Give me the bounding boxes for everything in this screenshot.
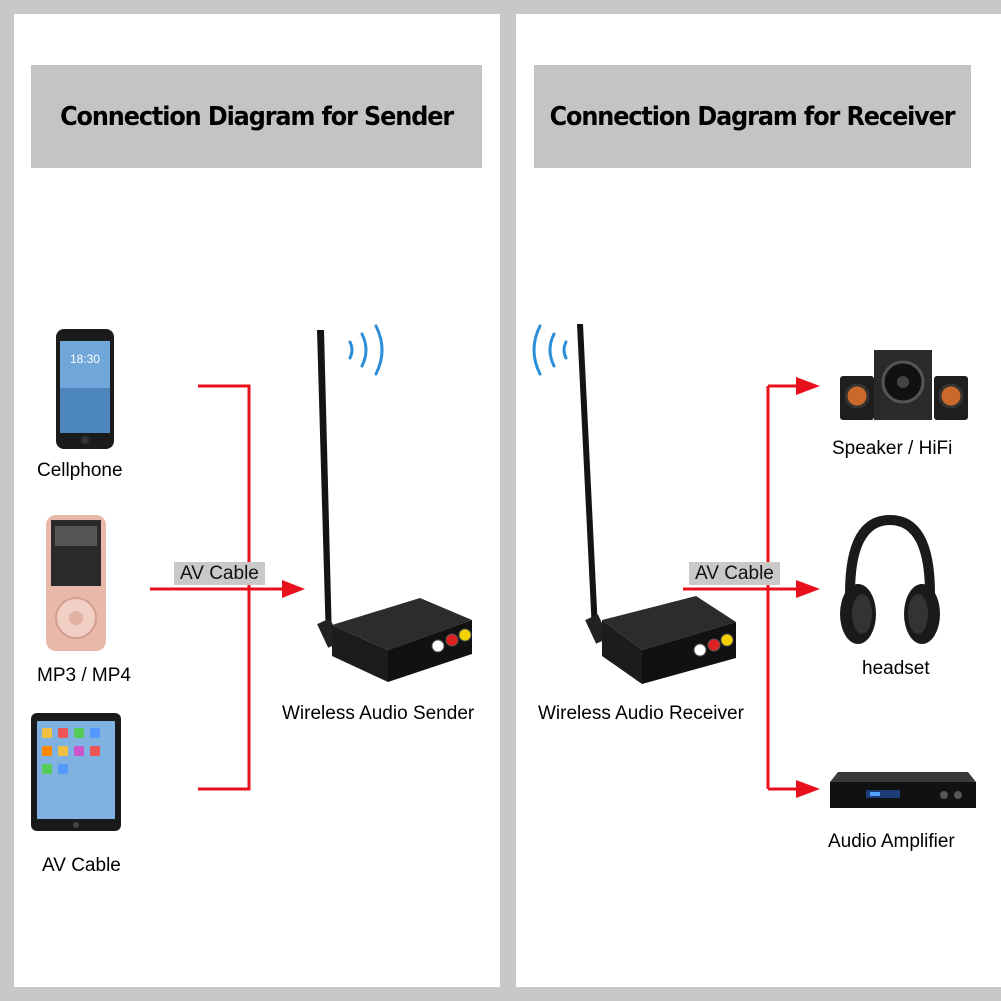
speaker-icon bbox=[840, 350, 968, 420]
device-label-amplifier: Audio Amplifier bbox=[828, 831, 955, 852]
amplifier-icon bbox=[830, 772, 976, 808]
sender-unit-label: Wireless Audio Sender bbox=[282, 703, 475, 724]
headphones-icon bbox=[840, 514, 940, 644]
receiver-cable-label: AV Cable bbox=[689, 562, 780, 585]
sender-header: Connection Diagram for Sender bbox=[31, 65, 482, 168]
device-label-cellphone: Cellphone bbox=[37, 460, 123, 481]
signal-waves-icon bbox=[532, 324, 568, 376]
phone-time: 18:30 bbox=[70, 352, 100, 366]
cellphone-icon: 18:30 bbox=[56, 329, 114, 449]
sender-unit-icon bbox=[317, 324, 472, 682]
mp3-player-icon bbox=[46, 515, 106, 651]
receiver-unit-icon bbox=[532, 324, 736, 684]
device-label-mp3: MP3 / MP4 bbox=[37, 665, 131, 686]
receiver-header: Connection Dagram for Receiver bbox=[534, 65, 971, 168]
device-label-headset: headset bbox=[862, 658, 930, 679]
sender-cable-label: AV Cable bbox=[174, 562, 265, 585]
device-label-speaker: Speaker / HiFi bbox=[832, 438, 953, 459]
device-label-tablet: AV Cable bbox=[42, 855, 121, 876]
receiver-title: Connection Dagram for Receiver bbox=[550, 101, 956, 132]
receiver-panel bbox=[516, 14, 1001, 987]
signal-waves-icon bbox=[348, 324, 384, 376]
tablet-icon bbox=[31, 713, 121, 831]
sender-title: Connection Diagram for Sender bbox=[60, 101, 454, 132]
receiver-unit-label: Wireless Audio Receiver bbox=[538, 703, 744, 724]
